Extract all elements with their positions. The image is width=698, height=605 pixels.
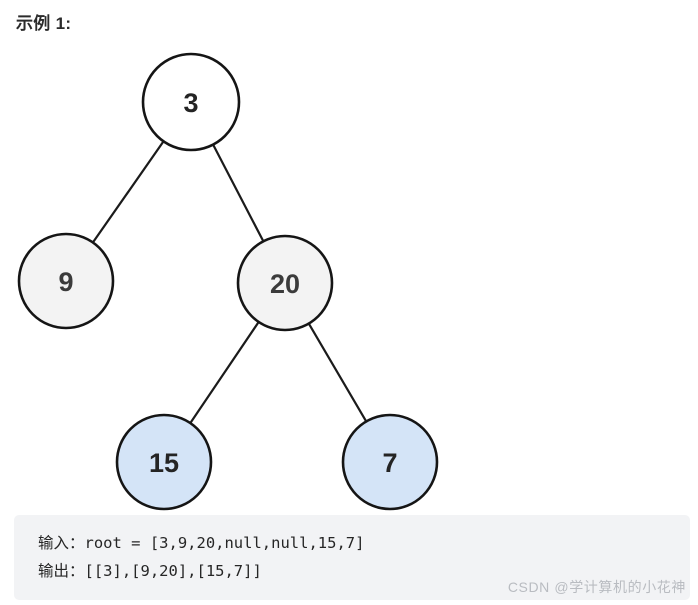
tree-node-circle-20 bbox=[236, 234, 334, 332]
tree-node-9[interactable]: 9 bbox=[17, 232, 115, 330]
tree-node-3[interactable]: 3 bbox=[141, 52, 241, 152]
tree-nodes: 3 9 20 15 7 bbox=[17, 52, 439, 511]
code-line-output: 输出：[[3],[9,20],[15,7]] bbox=[38, 562, 262, 580]
tree-node-circle-15 bbox=[115, 413, 213, 511]
tree-node-label-15: 15 bbox=[149, 448, 179, 478]
tree-edges bbox=[91, 139, 368, 425]
code-line-input: 输入：root = [3,9,20,null,null,15,7] bbox=[38, 534, 365, 552]
tree-edge-n3-n20 bbox=[211, 142, 265, 244]
tree-edge-n20-n7 bbox=[307, 321, 368, 424]
tree-node-label-7: 7 bbox=[382, 448, 397, 478]
tree-node-label-9: 9 bbox=[58, 267, 73, 297]
tree-node-7[interactable]: 7 bbox=[341, 413, 439, 511]
page-title: 示例 1: bbox=[16, 14, 72, 33]
code-block: 输入：root = [3,9,20,null,null,15,7] 输出：[[3… bbox=[14, 515, 690, 600]
tree-node-label-20: 20 bbox=[270, 269, 300, 299]
tree-node-circle-7 bbox=[341, 413, 439, 511]
binary-tree-diagram: 3 9 20 15 7 bbox=[0, 40, 470, 520]
watermark-text: CSDN @学计算机的小花神 bbox=[507, 579, 686, 595]
tree-svg: 3 9 20 15 7 bbox=[17, 52, 439, 511]
tree-node-20[interactable]: 20 bbox=[236, 234, 334, 332]
tree-node-circle-9 bbox=[17, 232, 115, 330]
tree-node-15[interactable]: 15 bbox=[115, 413, 213, 511]
tree-edge-n20-n15 bbox=[188, 320, 261, 425]
tree-node-label-3: 3 bbox=[183, 88, 198, 118]
tree-node-circle-3 bbox=[141, 52, 241, 152]
tree-edge-n3-n9 bbox=[91, 139, 166, 245]
